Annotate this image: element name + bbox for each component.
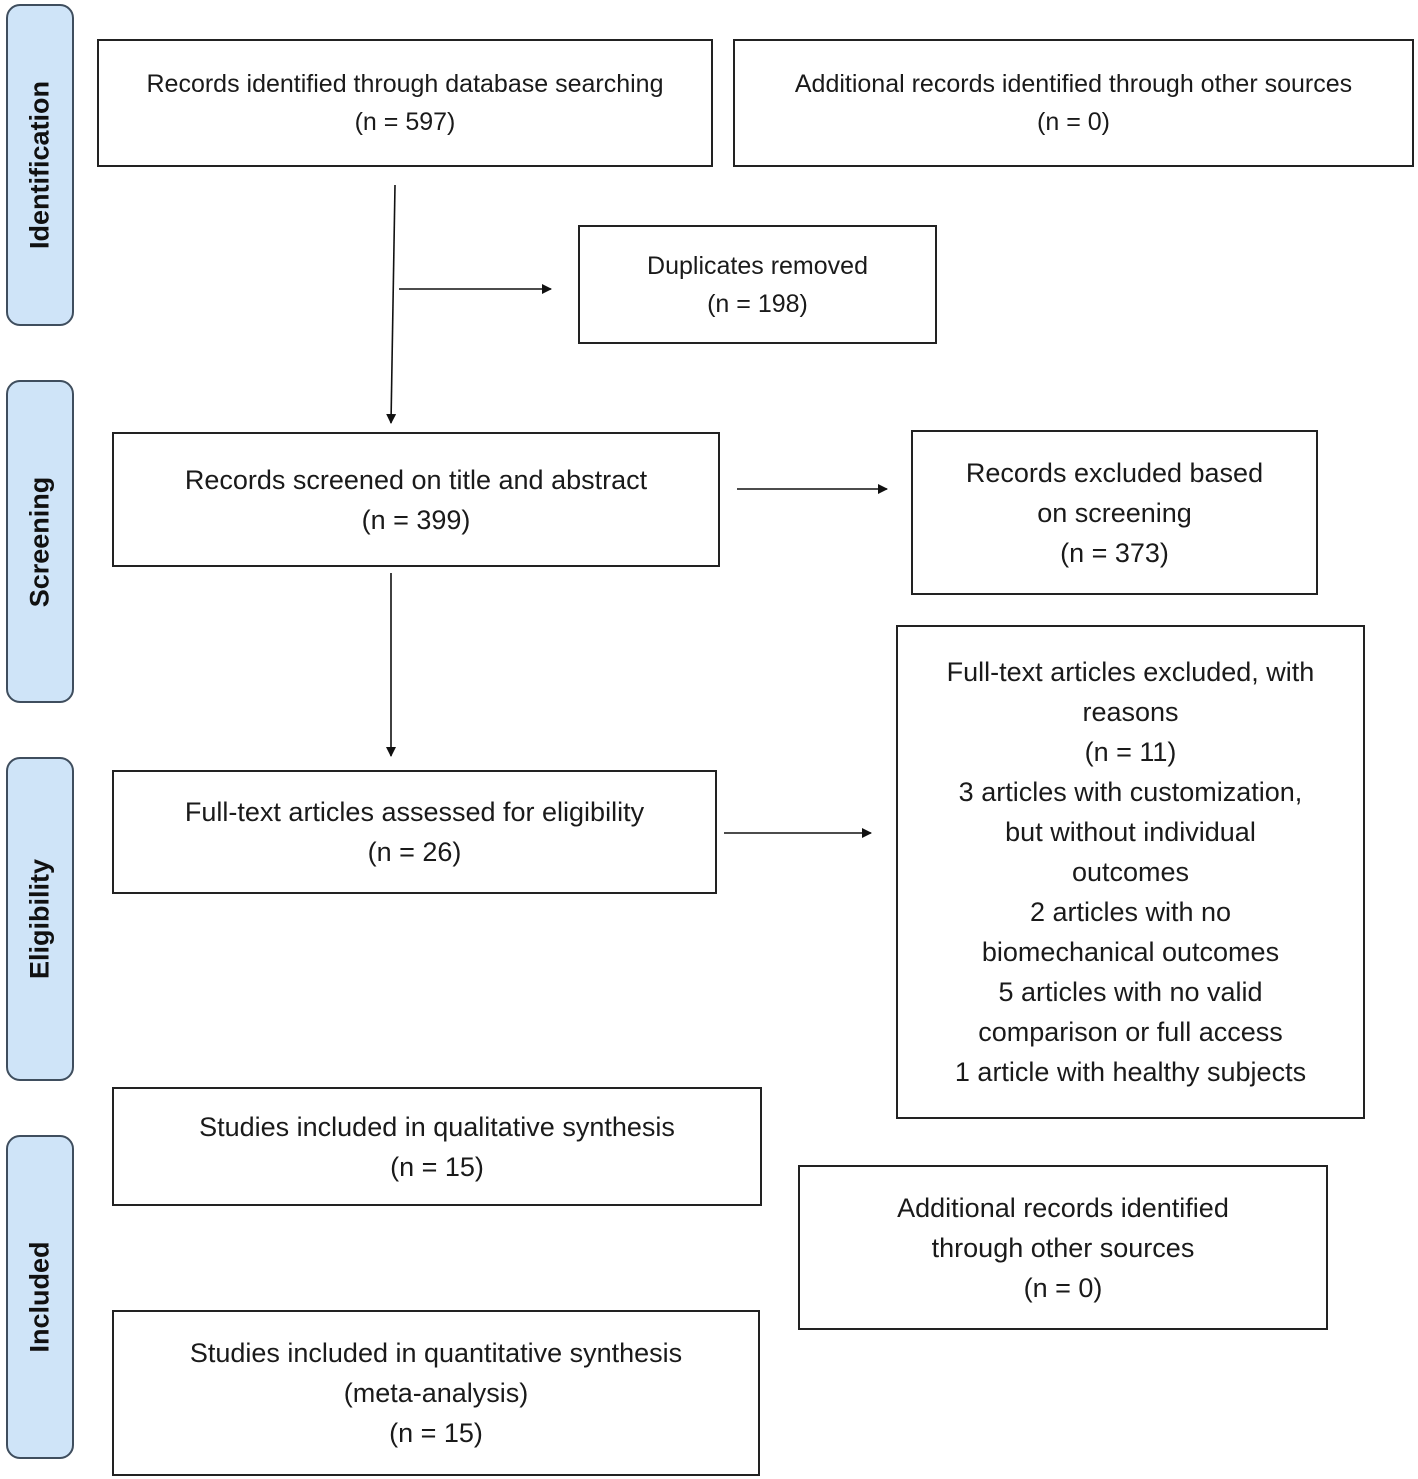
box-duplicates-removed: Duplicates removed (n = 198)	[578, 225, 937, 344]
box-quantitative-synthesis: Studies included in quantitative synthes…	[112, 1310, 760, 1476]
box-count: (n = 399)	[361, 504, 471, 535]
box-line: Additional records identified through ot…	[794, 70, 1353, 98]
box-line: 2 articles with no	[1029, 897, 1232, 927]
box-line: reasons	[1082, 697, 1179, 727]
box-count: (n = 0)	[1037, 108, 1110, 136]
box-line: Full-text articles assessed for eligibil…	[184, 797, 645, 827]
box-line: Studies included in qualitative synthesi…	[199, 1111, 675, 1142]
box-fulltext-assessed: Full-text articles assessed for eligibil…	[112, 770, 717, 894]
box-line: on screening	[1037, 497, 1192, 528]
box-count: (n = 0)	[1023, 1272, 1103, 1303]
box-count: (n = 15)	[389, 1418, 483, 1448]
box-count: (n = 597)	[354, 108, 456, 136]
box-fulltext-excluded: Full-text articles excluded, with reason…	[896, 625, 1365, 1119]
stage-identification: Identification	[6, 4, 74, 326]
stage-eligibility: Eligibility	[6, 757, 74, 1081]
box-line: biomechanical outcomes	[981, 937, 1280, 967]
box-records-excluded: Records excluded based on screening (n =…	[911, 430, 1318, 595]
box-line: 1 article with healthy subjects	[954, 1057, 1307, 1087]
box-line: 5 articles with no valid	[998, 977, 1263, 1007]
box-line: but without individual	[1005, 817, 1256, 847]
box-line: Records identified through database sear…	[146, 70, 664, 98]
box-line: Additional records identified	[897, 1192, 1229, 1223]
box-count: (n = 15)	[390, 1151, 484, 1182]
box-line: (meta-analysis)	[343, 1378, 529, 1408]
box-line: comparison or full access	[978, 1017, 1283, 1047]
box-other-sources-top: Additional records identified through ot…	[733, 39, 1414, 167]
box-other-sources-bottom: Additional records identified through ot…	[798, 1165, 1328, 1330]
box-line: 3 articles with customization,	[958, 777, 1303, 807]
box-database-search: Records identified through database sear…	[97, 39, 713, 167]
box-line: outcomes	[1071, 857, 1190, 887]
box-count: (n = 26)	[367, 837, 462, 867]
arrow-to-screening	[386, 184, 397, 424]
box-line: Duplicates removed	[647, 251, 868, 280]
stage-screening: Screening	[6, 380, 74, 703]
box-line: Records screened on title and abstract	[184, 464, 648, 495]
box-qualitative-synthesis: Studies included in qualitative synthesi…	[112, 1087, 762, 1206]
box-line: Full-text articles excluded, with	[946, 657, 1315, 687]
box-count: (n = 11)	[1084, 737, 1177, 767]
box-line: Records excluded based	[965, 457, 1264, 488]
box-count: (n = 373)	[1060, 537, 1169, 568]
stage-included: Included	[6, 1135, 74, 1459]
box-line: through other sources	[931, 1232, 1195, 1263]
box-count: (n = 198)	[707, 289, 808, 318]
box-line: Studies included in quantitative synthes…	[189, 1338, 683, 1368]
box-records-screened: Records screened on title and abstract (…	[112, 432, 720, 567]
